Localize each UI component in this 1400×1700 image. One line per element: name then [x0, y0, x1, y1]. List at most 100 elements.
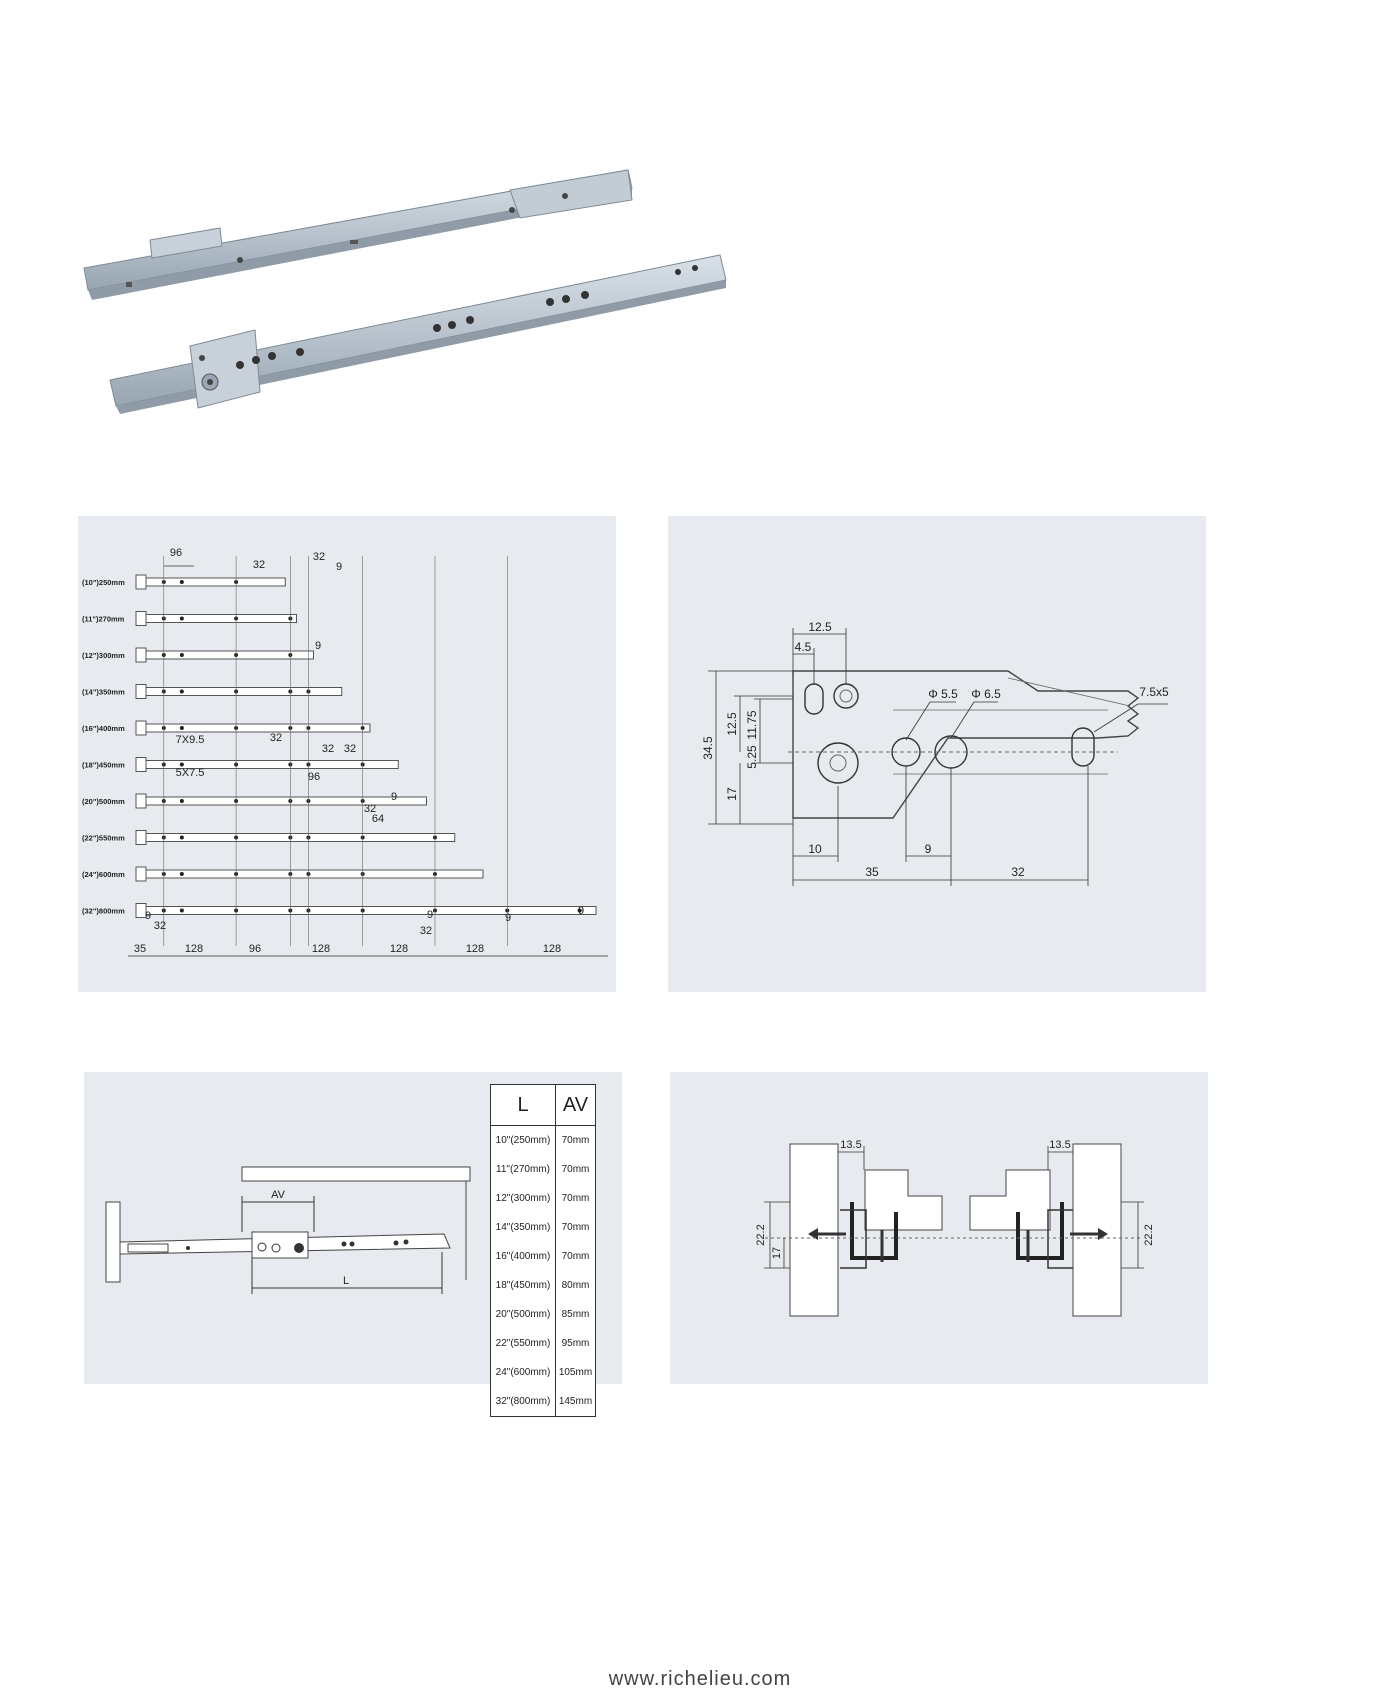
dim-7-5x5: 7.5x5	[1139, 685, 1169, 699]
av-table-length-cell: 24"(600mm)	[490, 1358, 556, 1387]
row-length-label: (22")550mm	[82, 834, 125, 843]
dim-34-5: 34.5	[701, 736, 715, 760]
mid-dim: 64	[372, 813, 384, 825]
hole-mark	[179, 689, 184, 694]
row-length-label: (12")300mm	[82, 651, 125, 660]
bottom-dim: 128	[543, 943, 561, 955]
av-table-row: 12"(300mm)70mm	[490, 1184, 596, 1213]
bottom-dim: 128	[390, 943, 408, 955]
mid-dim: 32	[344, 743, 356, 755]
row-length-label: (32")800mm	[82, 907, 125, 916]
dim-12-5-side: 12.5	[725, 712, 739, 736]
cross-section-drawing: 13.5 13.5 22.2 17 22.2	[755, 1139, 1155, 1317]
bracket-detail-panel: 12.5 4.5 12.5 11.75 34.5 5.25 17 Φ 5.5 Φ…	[668, 516, 1206, 992]
av-table-av-cell: 80mm	[555, 1271, 596, 1300]
mid-dim: 32	[322, 743, 334, 755]
dim-10: 10	[808, 842, 822, 856]
av-table-av-cell: 70mm	[555, 1125, 596, 1155]
bottom-small-dim: 9	[145, 910, 151, 922]
rail-bracket	[135, 574, 147, 590]
av-table-av-cell: 145mm	[555, 1387, 596, 1417]
mid-dim: 96	[308, 771, 320, 783]
rail-bracket	[135, 757, 147, 772]
av-table-av-cell: 95mm	[555, 1329, 596, 1358]
av-table-row: 10"(250mm)70mm	[490, 1125, 596, 1155]
av-table-length-cell: 20"(500mm)	[490, 1300, 556, 1329]
dim-13-5-left: 13.5	[840, 1139, 861, 1151]
rail-outline	[143, 687, 343, 696]
hole-mark	[179, 835, 184, 840]
row-length-label: (18")450mm	[82, 761, 125, 770]
av-table-length-cell: 14"(350mm)	[490, 1213, 556, 1242]
av-table-row: 11"(270mm)70mm	[490, 1155, 596, 1184]
av-length-drawing: AV L	[105, 1166, 471, 1294]
dim-11-75: 11.75	[745, 710, 759, 739]
cross-section-panel: 13.5 13.5 22.2 17 22.2	[670, 1072, 1208, 1384]
av-table-length-cell: 11"(270mm)	[490, 1155, 556, 1184]
row-length-label: (20")500mm	[82, 797, 125, 806]
mid-dim: 32	[364, 803, 376, 815]
bottom-dim: 128	[466, 943, 484, 955]
hole-mark	[179, 872, 184, 876]
dim-35: 35	[865, 865, 879, 879]
av-table-row: 16"(400mm)70mm	[490, 1242, 596, 1271]
av-table-length-cell: 10"(250mm)	[490, 1125, 556, 1155]
dim-phi-5-5: Φ 5.5	[928, 687, 958, 701]
rail-bracket	[135, 830, 147, 845]
rail-outline	[143, 614, 298, 623]
top-dim: 32	[253, 559, 265, 571]
hole-mark	[179, 799, 184, 803]
av-table-av-cell: 105mm	[555, 1358, 596, 1387]
dim-5-25: 5.25	[745, 745, 759, 769]
bracket-detail-drawing: 12.5 4.5 12.5 11.75 34.5 5.25 17 Φ 5.5 Φ…	[701, 620, 1169, 886]
bottom-small-dim: 9	[427, 909, 433, 921]
rail-bracket	[135, 684, 147, 699]
hole-mark	[179, 908, 184, 913]
av-table-header-l: L	[490, 1084, 556, 1126]
mid-dim: 5X7.5	[176, 767, 205, 779]
av-table-av-cell: 85mm	[555, 1300, 596, 1329]
rail-outline	[143, 796, 427, 806]
l-label: L	[343, 1275, 349, 1287]
av-table-length-cell: 18"(450mm)	[490, 1271, 556, 1300]
rail-bracket	[135, 720, 147, 736]
top-dim: 32	[313, 551, 325, 563]
av-table-av-cell: 70mm	[555, 1155, 596, 1184]
row-length-label: (16")400mm	[82, 724, 125, 733]
hole-mark	[179, 726, 184, 730]
bottom-dim: 96	[249, 943, 261, 955]
hole-mark	[179, 762, 184, 767]
hole-layout-panel: (10")250mm(11")270mm(12")300mm(14")350mm…	[78, 516, 616, 992]
footer-url: www.richelieu.com	[608, 1668, 792, 1690]
dim-4-5: 4.5	[795, 640, 812, 654]
rail-bracket	[135, 793, 147, 809]
av-table-av-cell: 70mm	[555, 1184, 596, 1213]
av-table-length-cell: 32"(800mm)	[490, 1387, 556, 1417]
rail-outline	[143, 833, 456, 842]
dim-12-5-top: 12.5	[808, 620, 832, 634]
dim-9: 9	[925, 842, 932, 856]
top-dim: 96	[170, 547, 182, 559]
rail-outline	[143, 869, 484, 879]
av-table-av-cell: 70mm	[555, 1213, 596, 1242]
bottom-small-dim: 9	[578, 905, 584, 917]
rail-bracket	[135, 866, 147, 882]
bottom-dim: 35	[134, 943, 146, 955]
rail-outline	[143, 906, 597, 915]
top-dim: 9	[336, 561, 342, 573]
rail-bracket	[135, 611, 147, 626]
mid-dim: 9	[315, 640, 321, 652]
rail-bracket	[135, 903, 147, 918]
mid-dim: 9	[391, 791, 397, 803]
av-table-row: 24"(600mm)105mm	[490, 1358, 596, 1387]
bottom-dim: 128	[312, 943, 330, 955]
bottom-dim: 128	[185, 943, 203, 955]
av-label: AV	[271, 1189, 286, 1201]
dim-17: 17	[725, 787, 739, 801]
av-table-row: 18"(450mm)80mm	[490, 1271, 596, 1300]
rail-outline	[143, 650, 314, 660]
av-table-row: 32"(800mm)145mm	[490, 1387, 596, 1417]
rail-outline	[143, 723, 371, 733]
hole-mark	[577, 908, 582, 913]
